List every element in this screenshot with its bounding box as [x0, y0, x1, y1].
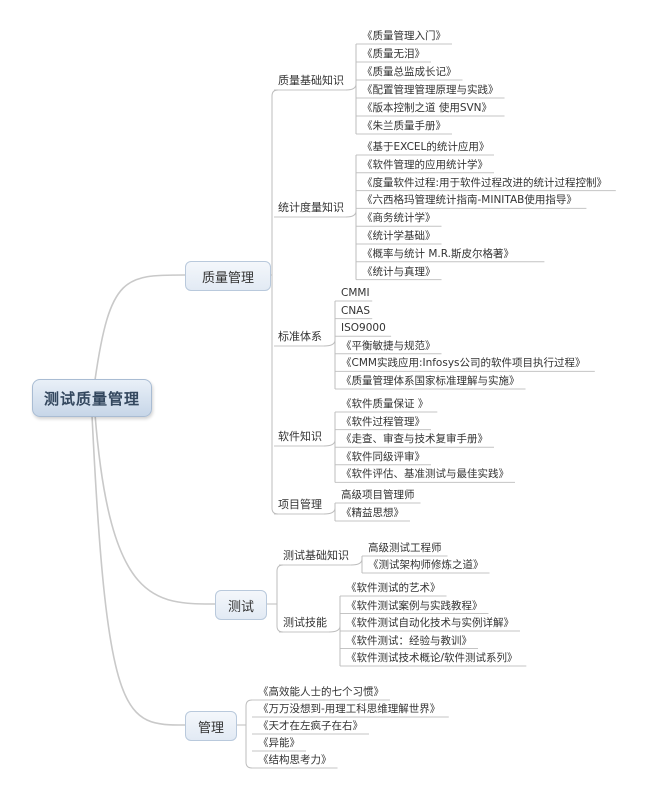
leaf-1-1-item[interactable]: 《软件测试：经验与教训》	[346, 634, 472, 647]
leaf-1-0-item[interactable]: 高级测试工程师	[368, 542, 442, 554]
leaf-0-1-item[interactable]: 《度量软件过程:用于软件过程改进的统计过程控制》	[362, 176, 608, 189]
leaf-0-4-item[interactable]: 高级项目管理师	[341, 489, 415, 501]
group-label-testing-basics[interactable]: 测试基础知识	[283, 549, 349, 562]
leaf-1-0-item[interactable]: 《测试架构师修炼之道》	[368, 559, 484, 571]
leaf-0-2-item[interactable]: 《CMM实践应用:Infosys公司的软件项目执行过程》	[341, 357, 586, 370]
group-brace	[345, 210, 357, 218]
leaf-0-1-item[interactable]: 《统计与真理》	[362, 265, 436, 278]
leaf-0-3-item[interactable]: 《软件同级评审》	[341, 450, 425, 463]
leaf-1-1-item[interactable]: 《软件测试技术概论/软件测试系列》	[346, 652, 518, 664]
leaf-0-1-item[interactable]: 《基于EXCEL的统计应用》	[362, 141, 490, 153]
leaf-0-1-item[interactable]: 《软件管理的应用统计学》	[362, 158, 488, 171]
root-connector-0	[94, 274, 186, 381]
branch-node-quality-management[interactable]: 质量管理	[185, 261, 271, 291]
group-label-testing-skills[interactable]: 测试技能	[283, 616, 327, 629]
group-label-project-management[interactable]: 项目管理	[278, 498, 322, 511]
leaf-0-0-item[interactable]: 《配置管理管理原理与实践》	[362, 84, 499, 96]
leaf-0-4-item[interactable]: 《精益思想》	[341, 507, 404, 519]
leaf-0-2-item[interactable]: 《平衡敏捷与规范》	[341, 339, 436, 352]
leaf-0-3-item[interactable]: 《软件过程管理》	[341, 415, 425, 428]
leaf-0-1-item[interactable]: 《商务统计学》	[362, 212, 436, 225]
group-label-statistics[interactable]: 统计度量知识	[278, 201, 344, 214]
leaf-0-1-item[interactable]: 《统计学基础》	[362, 230, 436, 242]
branch-brace-top	[245, 699, 253, 707]
group-label-software-knowledge[interactable]: 软件知识	[278, 430, 322, 443]
root-node[interactable]: 测试质量管理	[32, 379, 152, 417]
leaf-1-1-item[interactable]: 《软件测试案例与实践教程》	[346, 599, 483, 612]
leaf-0-1-item[interactable]: 《六西格玛管理统计指南-MINITAB使用指导》	[362, 194, 577, 207]
group-brace	[323, 339, 336, 347]
leaf-0-0-item[interactable]: 《质量总监成长记》	[362, 66, 457, 78]
leaf-2-item[interactable]: 《高效能人士的七个习惯》	[258, 686, 384, 698]
group-brace	[350, 558, 363, 566]
leaf-1-1-item[interactable]: 《软件测试的艺术》	[346, 582, 441, 594]
leaf-0-0-item[interactable]: 《朱兰质量手册》	[362, 120, 446, 132]
leaf-0-0-item[interactable]: 《质量无泪》	[362, 48, 425, 60]
leaf-2-item[interactable]: 《天才在左疯子在右》	[258, 720, 363, 732]
leaf-2-item[interactable]: 《万万没想到-用理工科思维理解世界》	[258, 703, 441, 715]
leaf-0-0-item[interactable]: 《质量管理入门》	[362, 30, 446, 42]
leaf-0-3-item[interactable]: 《走查、审查与技术复审手册》	[341, 433, 488, 446]
root-connector-2	[91, 414, 186, 726]
group-label-quality-basics[interactable]: 质量基础知识	[278, 74, 344, 87]
branch-brace-top	[276, 564, 284, 572]
group-brace	[328, 625, 341, 633]
leaf-0-2-item[interactable]: CMMI	[341, 287, 370, 299]
group-brace	[323, 439, 336, 447]
group-brace	[323, 507, 336, 515]
leaf-2-item[interactable]: 《异能》	[258, 737, 300, 749]
leaf-0-2-item[interactable]: CNAS	[341, 304, 371, 317]
leaf-0-2-item[interactable]: ISO9000	[341, 322, 386, 335]
root-connector-1	[94, 413, 216, 605]
leaf-2-item[interactable]: 《结构思考力》	[258, 754, 332, 766]
group-label-standards[interactable]: 标准体系	[278, 330, 322, 343]
branch-brace-bottom	[271, 507, 279, 515]
branch-brace-bottom	[276, 625, 284, 633]
branch-brace-bottom	[245, 761, 253, 769]
leaf-0-0-item[interactable]: 《版本控制之道 使用SVN》	[362, 102, 493, 114]
branch-node-management[interactable]: 管理	[185, 711, 237, 741]
leaf-0-3-item[interactable]: 《软件评估、基准测试与最佳实践》	[341, 468, 509, 481]
branch-brace-top	[271, 89, 279, 97]
branch-node-testing[interactable]: 测试	[215, 590, 267, 620]
leaf-0-1-item[interactable]: 《概率与统计 M.R.斯皮尔格著》	[362, 247, 514, 260]
group-brace	[345, 83, 357, 91]
leaf-0-2-item[interactable]: 《质量管理体系国家标准理解与实施》	[341, 375, 520, 387]
leaf-0-3-item[interactable]: 《软件质量保证 》	[341, 398, 429, 410]
leaf-1-1-item[interactable]: 《软件测试自动化技术与实例详解》	[346, 617, 514, 629]
